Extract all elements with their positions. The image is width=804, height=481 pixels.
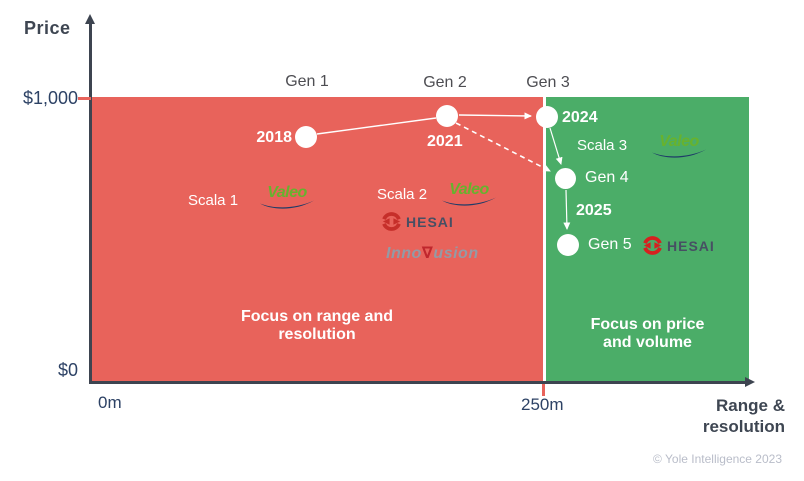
region-green-caption-line2: and volume (603, 334, 692, 351)
valeo-swoosh-icon (652, 149, 706, 158)
y-tick-0-label: $0 (57, 360, 78, 380)
hesai-circle-arrows-icon (643, 236, 662, 255)
gen1-header: Gen 1 (285, 73, 329, 90)
valeo-logo-text: Valeo (659, 133, 699, 150)
datapoint-gen2-2021 (436, 105, 458, 127)
hesai-logo: HESAI (642, 235, 715, 256)
hesai-circle-arrows-icon (382, 212, 401, 231)
hesai-logo-text: HESAI (667, 237, 715, 254)
y-axis-title: Price (24, 18, 71, 38)
valeo-logo: Valeo (256, 185, 318, 209)
y-tick-1000-mark (78, 97, 91, 100)
product-label-scala3: Scala 3 (577, 137, 628, 154)
year-label-2018: 2018 (256, 129, 292, 146)
x-tick-250m-mark (542, 384, 545, 396)
gen4-label: Gen 4 (585, 169, 629, 186)
region-red-caption: Focus on range and resolution (91, 308, 543, 344)
y-tick-1000-label: $1,000 (22, 88, 78, 108)
x-axis-title: Range & resolution (620, 395, 785, 437)
innovusion-logo-text-post: usion (433, 245, 479, 262)
product-label-scala1: Scala 1 (188, 192, 239, 209)
x-axis-arrow-icon (745, 377, 755, 387)
x-tick-0m-label: 0m (98, 393, 122, 412)
y-axis-line (89, 22, 92, 383)
region-red-caption-line1: Focus on range and (240, 308, 393, 325)
region-green-caption: Focus on price and volume (546, 316, 749, 352)
x-axis-title-line2: resolution (702, 417, 785, 436)
region-red-caption-line2: resolution (278, 326, 356, 343)
valeo-logo: Valeo (438, 182, 500, 206)
valeo-logo: Valeo (648, 134, 710, 158)
datapoint-gen4 (555, 168, 576, 189)
hesai-logo-text: HESAI (406, 213, 454, 230)
gen3-header: Gen 3 (526, 74, 570, 91)
valeo-swoosh-icon (442, 197, 496, 206)
x-tick-250m-label: 250m (521, 395, 564, 414)
x-axis-title-line1: Range & (716, 396, 785, 415)
gen2-header: Gen 2 (423, 74, 467, 91)
innovusion-nabla-icon: ∇ (421, 245, 434, 262)
region-green-caption-line1: Focus on price (590, 316, 705, 333)
datapoint-gen5 (557, 234, 579, 256)
gen5-label: Gen 5 (588, 236, 632, 253)
year-label-2024: 2024 (562, 109, 598, 126)
hesai-logo: HESAI (381, 211, 454, 232)
y-axis-arrow-icon (85, 14, 95, 24)
x-axis-line (89, 381, 747, 384)
valeo-logo-text: Valeo (449, 181, 489, 198)
year-label-2025: 2025 (576, 202, 612, 219)
datapoint-gen1-2018 (295, 126, 317, 148)
copyright-notice: © Yole Intelligence 2023 (653, 452, 782, 466)
innovusion-logo-text-pre: Inno (386, 245, 422, 262)
valeo-logo-text: Valeo (267, 184, 307, 201)
product-label-scala2: Scala 2 (377, 186, 428, 203)
datapoint-gen3-2024 (536, 106, 558, 128)
innovusion-logo: Inno∇usion (386, 243, 479, 263)
valeo-swoosh-icon (260, 200, 314, 209)
year-label-2021: 2021 (427, 133, 463, 150)
